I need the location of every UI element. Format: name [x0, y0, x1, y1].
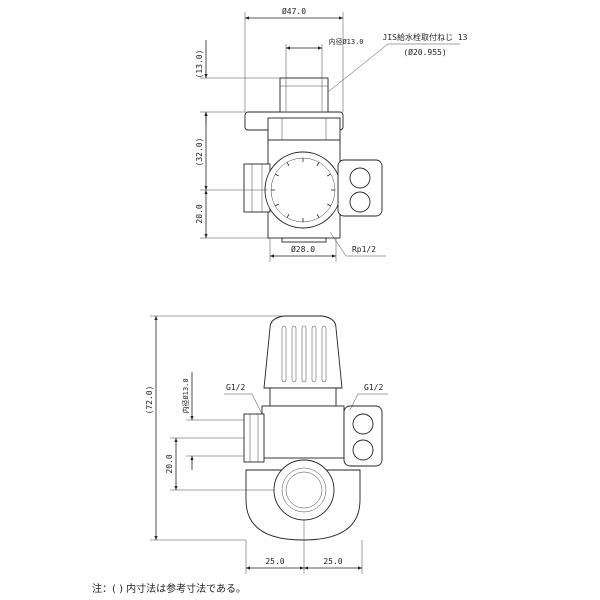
dial-tick [327, 173, 331, 177]
dial-tick [316, 162, 320, 166]
top-height-13: (13.0) [195, 50, 204, 79]
jis-label: JIS給水栓取付ねじ 13 [383, 32, 468, 42]
dial-tick [275, 203, 279, 207]
top-height-20: 20.0 [195, 204, 204, 223]
cap-rib [321, 325, 327, 383]
top-inner-dia-dim: 内径Ø13.0 [328, 37, 363, 46]
dial-circle [264, 151, 342, 229]
front-height-20: 20.0 [165, 454, 174, 473]
hex-nut [267, 117, 341, 141]
cap-ribs [281, 325, 327, 383]
front-right-width: 25.0 [323, 557, 342, 566]
cap [263, 315, 343, 389]
cap-rib [311, 325, 317, 383]
top-width-dim: Ø47.0 [282, 6, 306, 16]
dial-tick [275, 173, 279, 177]
front-inner-dia-dim: 内径Ø13.0 [181, 378, 190, 413]
front-right-thread: G1/2 [364, 383, 383, 392]
cap-rib [301, 325, 307, 383]
front-left-thread: G1/2 [226, 383, 245, 392]
cap-rib [291, 325, 297, 383]
collar [269, 387, 337, 407]
front-total-height: (72.0) [145, 386, 154, 415]
front-view: (72.0) 内径Ø13.0 20.0 G1/2 G1/2 25.0 25.0 [145, 315, 388, 574]
top-view: Ø47.0 内径Ø13.0 JIS給水栓取付ねじ 13 (Ø20.955) (1… [195, 6, 468, 262]
top-height-32: (32.0) [195, 138, 204, 167]
jis-sub: (Ø20.955) [403, 47, 446, 57]
dial-tick [286, 162, 290, 166]
cap-rib [281, 325, 287, 383]
front-left-port [243, 413, 265, 463]
dial-tick [286, 214, 290, 218]
front-body [261, 405, 345, 459]
bottom-stub [281, 237, 327, 243]
dial-tick [327, 203, 331, 207]
front-left-width: 25.0 [265, 557, 284, 566]
footnote: 注：( ) 内寸法は参考寸法である。 [92, 582, 246, 595]
dial-ticks [271, 158, 335, 222]
dial-tick [316, 214, 320, 218]
top-base-dim: Ø28.0 [291, 244, 315, 254]
top-nipple [279, 77, 329, 113]
top-thread-label: Rp1/2 [352, 245, 376, 254]
